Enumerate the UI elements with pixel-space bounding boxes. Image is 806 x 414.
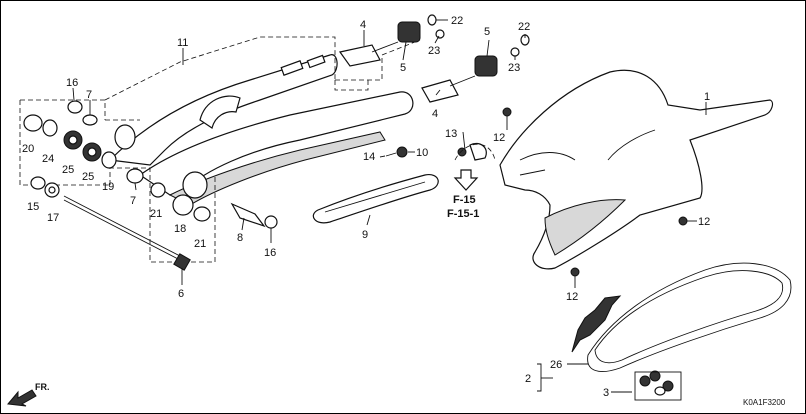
reference-f15-1: F-15-1 xyxy=(447,208,479,220)
callout-20: 20 xyxy=(22,143,34,155)
callout-12-top: 12 xyxy=(493,132,505,144)
chain-adjusters xyxy=(338,14,530,103)
swingarm xyxy=(108,54,414,206)
leader-lines xyxy=(72,19,707,401)
callout-7-lower: 7 xyxy=(130,195,136,207)
callout-24: 24 xyxy=(42,153,54,165)
callout-16-left: 16 xyxy=(66,77,78,89)
callout-6: 6 xyxy=(178,288,184,300)
fasteners xyxy=(385,107,697,288)
reference-labels: F-15 F-15-1 xyxy=(447,194,479,220)
callout-8: 8 xyxy=(237,232,243,244)
drive-chain xyxy=(571,262,792,372)
callout-26: 26 xyxy=(550,359,562,371)
group-outline-swingarm xyxy=(104,36,421,101)
callout-18: 18 xyxy=(174,223,186,235)
callout-15: 15 xyxy=(27,201,39,213)
callout-21-left: 21 xyxy=(150,208,162,220)
callout-23-upper: 23 xyxy=(428,45,440,57)
reference-f15: F-15 xyxy=(453,194,476,206)
callout-7-upper: 7 xyxy=(86,89,92,101)
callout-13: 13 xyxy=(445,128,457,140)
callout-14: 14 xyxy=(363,151,375,163)
callout-21-right: 21 xyxy=(194,238,206,250)
callout-1: 1 xyxy=(704,91,710,103)
callout-2: 2 xyxy=(525,373,531,385)
callout-4-lower: 4 xyxy=(432,108,438,120)
callout-5-lower: 5 xyxy=(484,26,490,38)
callout-labels: 11 4 5 22 23 5 22 23 4 12 13 14 10 1 12 … xyxy=(22,15,710,399)
callout-5-upper: 5 xyxy=(400,62,406,74)
pivot-bolt xyxy=(63,195,191,271)
callout-22-upper: 22 xyxy=(451,15,463,27)
diagram-code: K0A1F3200 xyxy=(743,398,786,407)
callout-11: 11 xyxy=(177,37,188,49)
front-direction-arrow: FR. xyxy=(7,382,50,407)
callout-17: 17 xyxy=(47,212,59,224)
callout-4-upper: 4 xyxy=(360,19,366,31)
callout-23-lower: 23 xyxy=(508,62,520,74)
pivot-parts xyxy=(23,100,278,229)
reference-arrow xyxy=(453,143,496,191)
callout-19: 19 xyxy=(102,181,114,193)
callout-25-right: 25 xyxy=(82,171,94,183)
callout-22-lower: 22 xyxy=(518,21,530,33)
callout-12-bottom: 12 xyxy=(566,291,578,303)
chain-joint xyxy=(639,370,674,396)
callout-10: 10 xyxy=(416,147,428,159)
direction-label: FR. xyxy=(35,382,50,392)
callout-9: 9 xyxy=(362,229,368,241)
callout-16-right: 16 xyxy=(264,247,276,259)
rear-hugger xyxy=(499,69,774,270)
callout-3: 3 xyxy=(603,387,609,399)
callout-12-right: 12 xyxy=(698,216,710,228)
chain-slider xyxy=(312,174,439,224)
callout-25-left: 25 xyxy=(62,164,74,176)
